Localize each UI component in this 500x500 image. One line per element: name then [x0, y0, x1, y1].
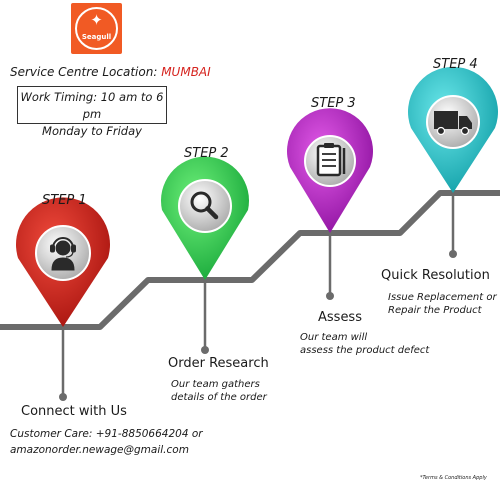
truck-icon — [434, 111, 472, 136]
step1-title: Connect with Us — [21, 404, 127, 419]
step4-desc: Issue Replacement or Repair the Product — [388, 291, 497, 317]
step4-title: Quick Resolution — [381, 268, 490, 283]
step2-label: STEP 2 — [184, 146, 229, 161]
progress-staircase — [0, 190, 500, 330]
magnifier-icon — [190, 191, 219, 220]
stem-step2 — [201, 280, 209, 354]
logo-ring — [75, 7, 118, 50]
clipboard-icon — [316, 143, 346, 177]
step2-title: Order Research — [168, 356, 269, 371]
step3-title: Assess — [318, 310, 362, 325]
step3-desc: Our team will assess the product defect — [300, 331, 429, 357]
step1-contact: Customer Care: +91-8850664204 or amazono… — [10, 426, 203, 458]
stem-step1 — [59, 327, 67, 401]
step2-desc-line2: details of the order — [171, 392, 267, 403]
step3-desc-line1: Our team will — [300, 332, 368, 343]
service-location: Service Centre Location: MUMBAI — [10, 65, 211, 79]
pin-step4 — [407, 66, 498, 193]
location-label: Service Centre Location: — [10, 65, 158, 79]
step4-label: STEP 4 — [433, 57, 478, 72]
pin-step2 — [161, 156, 249, 280]
stem-step3 — [326, 233, 334, 300]
step4-desc-line2: Repair the Product — [388, 305, 482, 316]
step3-label: STEP 3 — [311, 96, 356, 111]
pin-step3 — [287, 108, 373, 233]
headset-support-icon — [50, 237, 76, 271]
step2-desc: Our team gathers details of the order — [171, 378, 267, 404]
step2-desc-line1: Our team gathers — [171, 379, 260, 390]
pin-step1 — [15, 197, 111, 327]
logo-text: Seagull — [81, 33, 112, 41]
step3-desc-line2: assess the product defect — [300, 345, 430, 356]
customer-care-line: Customer Care: +91-8850664204 or — [10, 428, 203, 440]
location-city: MUMBAI — [161, 65, 211, 79]
stem-step4 — [449, 193, 457, 258]
work-timing-line1: Work Timing: 10 am to 6 pm — [20, 90, 164, 121]
step1-label: STEP 1 — [42, 193, 87, 208]
email-line: amazonorder.newage@gmail.com — [10, 444, 189, 456]
seagull-logo: ✦ Seagull — [71, 3, 122, 54]
step4-desc-line1: Issue Replacement or — [388, 292, 497, 303]
bird-icon: ✦ — [90, 11, 103, 29]
work-timing-box: Work Timing: 10 am to 6 pm Monday to Fri… — [17, 86, 167, 138]
work-timing-line2: Monday to Friday — [42, 124, 142, 138]
terms-note: *Terms & Conditions Apply — [420, 475, 487, 481]
